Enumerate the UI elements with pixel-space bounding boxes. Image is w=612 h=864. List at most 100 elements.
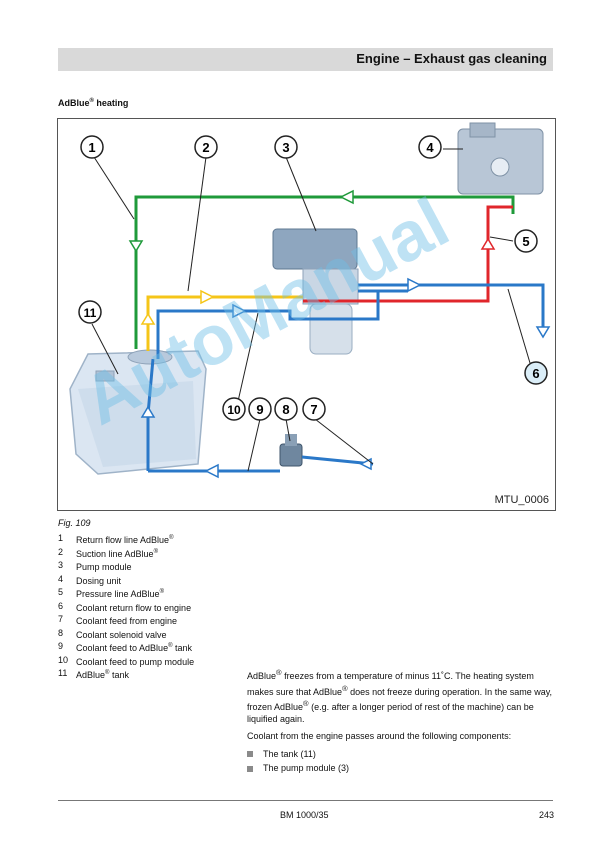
legend-text-main: Coolant solenoid valve (76, 629, 167, 640)
callout-2-label: 2 (202, 140, 209, 155)
footer-page-number: 243 (538, 810, 554, 820)
legend-text-sup: ® (169, 535, 174, 541)
legend-item: 1 Return flow line AdBlue® (58, 533, 194, 547)
solenoid-valve-illustration (279, 434, 303, 467)
legend-text: Coolant feed from engine (76, 614, 177, 628)
callout-11-label: 11 (84, 306, 97, 320)
callout-3-label: 3 (282, 140, 289, 155)
legend-text-main: Coolant feed to pump module (76, 656, 195, 667)
figure-caption: Fig. 109 (58, 518, 91, 528)
diagram-svg: 1 2 3 4 5 6 7 8 (69, 122, 551, 479)
p1-part-a: AdBlue (247, 671, 277, 681)
section-title-sup: ® (89, 98, 94, 104)
legend-item: 11 AdBlue® tank (58, 668, 194, 682)
callout-2: 2 (194, 135, 218, 159)
section-title-rest: heating (93, 98, 129, 108)
legend-item: 5 Pressure line AdBlue® (58, 587, 194, 601)
body-text: AdBlue® freezes from a temperature of mi… (247, 667, 557, 778)
legend-text: Pump module (76, 560, 132, 574)
legend-item: 8 Coolant solenoid valve (58, 628, 194, 642)
legend-text-sup: ® (105, 670, 110, 676)
callout-1-label: 1 (88, 140, 95, 155)
callout-9-label: 9 (256, 402, 263, 417)
dosing-unit-illustration (457, 122, 544, 195)
legend-number: 5 (58, 587, 64, 597)
callout-11: 11 (78, 300, 102, 324)
legend-text: Coolant feed to AdBlue® tank (76, 641, 192, 655)
square-bullet-icon (247, 765, 253, 772)
callout-5: 5 (514, 229, 538, 253)
legend-item: 9 Coolant feed to AdBlue® tank (58, 641, 194, 655)
footer-document-id: BM 1000/35 (280, 810, 329, 820)
legend-number: 3 (58, 560, 64, 570)
legend-text-main: AdBlue (76, 670, 106, 680)
p1-sup-2: ® (342, 683, 348, 693)
legend-text: Coolant return flow to engine (76, 601, 191, 615)
callout-1: 1 (80, 135, 104, 159)
footer-divider (58, 800, 553, 801)
legend-number: 9 (58, 641, 64, 651)
legend-item: 2 Suction line AdBlue® (58, 547, 194, 561)
p1-sup-1: ® (276, 668, 282, 677)
pump-module-illustration (272, 228, 359, 355)
legend-number: 8 (58, 627, 64, 638)
legend-number: 2 (58, 546, 64, 557)
legend-text: Coolant feed to pump module (76, 655, 194, 669)
adblue-heating-diagram: 1 2 3 4 5 6 7 8 (57, 118, 556, 511)
legend-text: Coolant solenoid valve (76, 628, 167, 642)
list-item-text: The pump module (3) (263, 763, 350, 773)
legend-text-main: Pressure line AdBlue (76, 589, 160, 599)
legend-text: Pressure line AdBlue® (76, 587, 164, 601)
page-header-title: Engine – Exhaust gas cleaning (356, 51, 547, 66)
legend-text-rest: tank (109, 670, 129, 680)
legend-text-sup: ® (168, 643, 173, 649)
header-bar: Engine – Exhaust gas cleaning (58, 48, 553, 71)
leader-lines (91, 148, 531, 472)
legend-text-sup: ® (159, 589, 164, 595)
list-item-text: The tank (11) (263, 748, 316, 759)
square-bullet-icon (247, 751, 253, 758)
callout-6-label: 6 (532, 366, 539, 381)
legend-text-main: Dosing unit (76, 575, 122, 586)
legend-text-main: Coolant feed to AdBlue (76, 643, 169, 653)
list-item: The tank (11) (247, 749, 557, 761)
legend-item: 10 Coolant feed to pump module (58, 655, 194, 669)
callout-3: 3 (274, 135, 298, 159)
callout-8-label: 8 (282, 402, 289, 417)
legend-number: 1 (58, 533, 64, 543)
legend-number: 4 (58, 573, 64, 584)
legend-text-main: Pump module (76, 562, 132, 572)
legend-item: 7 Coolant feed from engine (58, 614, 194, 628)
legend-item: 4 Dosing unit (58, 574, 194, 588)
section-title-text: AdBlue (58, 98, 90, 108)
paragraph-coolant: Coolant from the engine passes around th… (247, 731, 512, 741)
legend-number: 7 (58, 614, 64, 624)
callout-10-label: 10 (227, 403, 241, 417)
adblue-tank-illustration (69, 349, 207, 475)
callout-7-label: 7 (310, 402, 317, 417)
callout-10: 10 (222, 397, 246, 421)
component-list: The tank (11) The pump module (3) (247, 749, 557, 775)
legend-text: Return flow line AdBlue® (76, 533, 173, 547)
figure-code: MTU_0006 (494, 494, 549, 506)
legend-number: 11 (58, 668, 68, 678)
legend-text-main: Coolant return flow to engine (76, 602, 192, 613)
paragraph-freezing: AdBlue® freezes from a temperature of mi… (247, 667, 557, 725)
callout-9: 9 (248, 397, 272, 421)
callout-8: 8 (274, 397, 298, 421)
p1-part-c: does not freeze during operation. In the… (247, 686, 553, 713)
legend-text-sup: ® (153, 548, 158, 555)
list-item: The pump module (3) (247, 763, 557, 775)
legend-number: 10 (58, 654, 69, 665)
section-title: AdBlue® heating (58, 98, 128, 108)
p1-part-b: freezes from a temperature of minus 11˚C… (247, 671, 534, 697)
legend-text: Suction line AdBlue® (76, 547, 158, 561)
callout-6: 6 (524, 361, 548, 385)
legend-text-main: Coolant feed from engine (76, 616, 178, 626)
legend-item: 3 Pump module (58, 560, 194, 574)
legend-text: AdBlue® tank (76, 668, 129, 682)
legend-text-main: Return flow line AdBlue (76, 535, 170, 545)
callout-4-label: 4 (426, 140, 434, 155)
